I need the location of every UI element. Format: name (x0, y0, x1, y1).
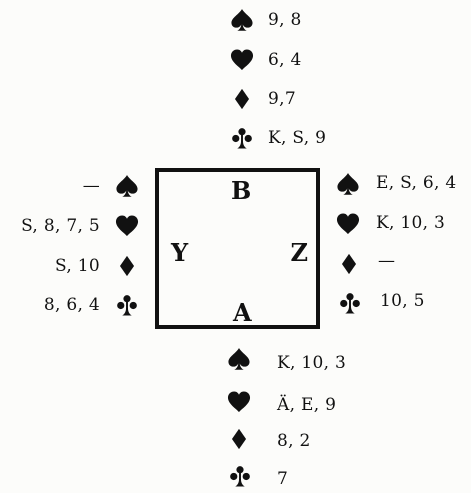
west-diamond-icon (116, 254, 138, 278)
east-spade-icon (335, 172, 361, 196)
south-diamond-icon (228, 427, 250, 451)
east-diamond-icon (338, 252, 360, 276)
seat-z: Z (290, 238, 308, 267)
north-spades-cards: 9, 8 (268, 10, 302, 30)
south-diamonds-cards: 8, 2 (277, 431, 311, 451)
east-diamonds-cards: — (378, 251, 396, 271)
card-table: B Y Z A (155, 168, 320, 329)
west-hearts-cards: S, 8, 7, 5 (21, 216, 100, 236)
seat-a: A (233, 298, 252, 327)
west-diamonds-cards: S, 10 (55, 256, 100, 276)
east-spades-cards: E, S, 6, 4 (376, 173, 457, 193)
north-hearts-cards: 6, 4 (268, 50, 302, 70)
seat-y: Y (171, 238, 189, 267)
west-club-icon (114, 293, 140, 317)
south-heart-icon (226, 390, 252, 414)
west-spades-cards: — (82, 176, 100, 196)
east-clubs-cards: 10, 5 (380, 291, 425, 311)
north-diamonds-cards: 9,7 (268, 89, 296, 109)
west-heart-icon (114, 214, 140, 238)
east-heart-icon (335, 212, 361, 236)
north-diamond-icon (231, 87, 253, 111)
west-clubs-cards: 8, 6, 4 (43, 295, 100, 315)
north-heart-icon (229, 48, 255, 72)
south-clubs-cards: 7 (277, 469, 289, 489)
north-spade-icon (229, 8, 255, 32)
south-spades-cards: K, 10, 3 (277, 353, 347, 373)
north-clubs-cards: K, S, 9 (268, 128, 327, 148)
south-hearts-cards: Ä, E, 9 (277, 395, 337, 415)
west-spade-icon (114, 174, 140, 198)
seat-b: B (231, 176, 252, 205)
south-club-icon (227, 464, 253, 488)
east-hearts-cards: K, 10, 3 (376, 213, 446, 233)
north-club-icon (229, 126, 255, 150)
east-club-icon (337, 291, 363, 315)
south-spade-icon (226, 347, 252, 371)
